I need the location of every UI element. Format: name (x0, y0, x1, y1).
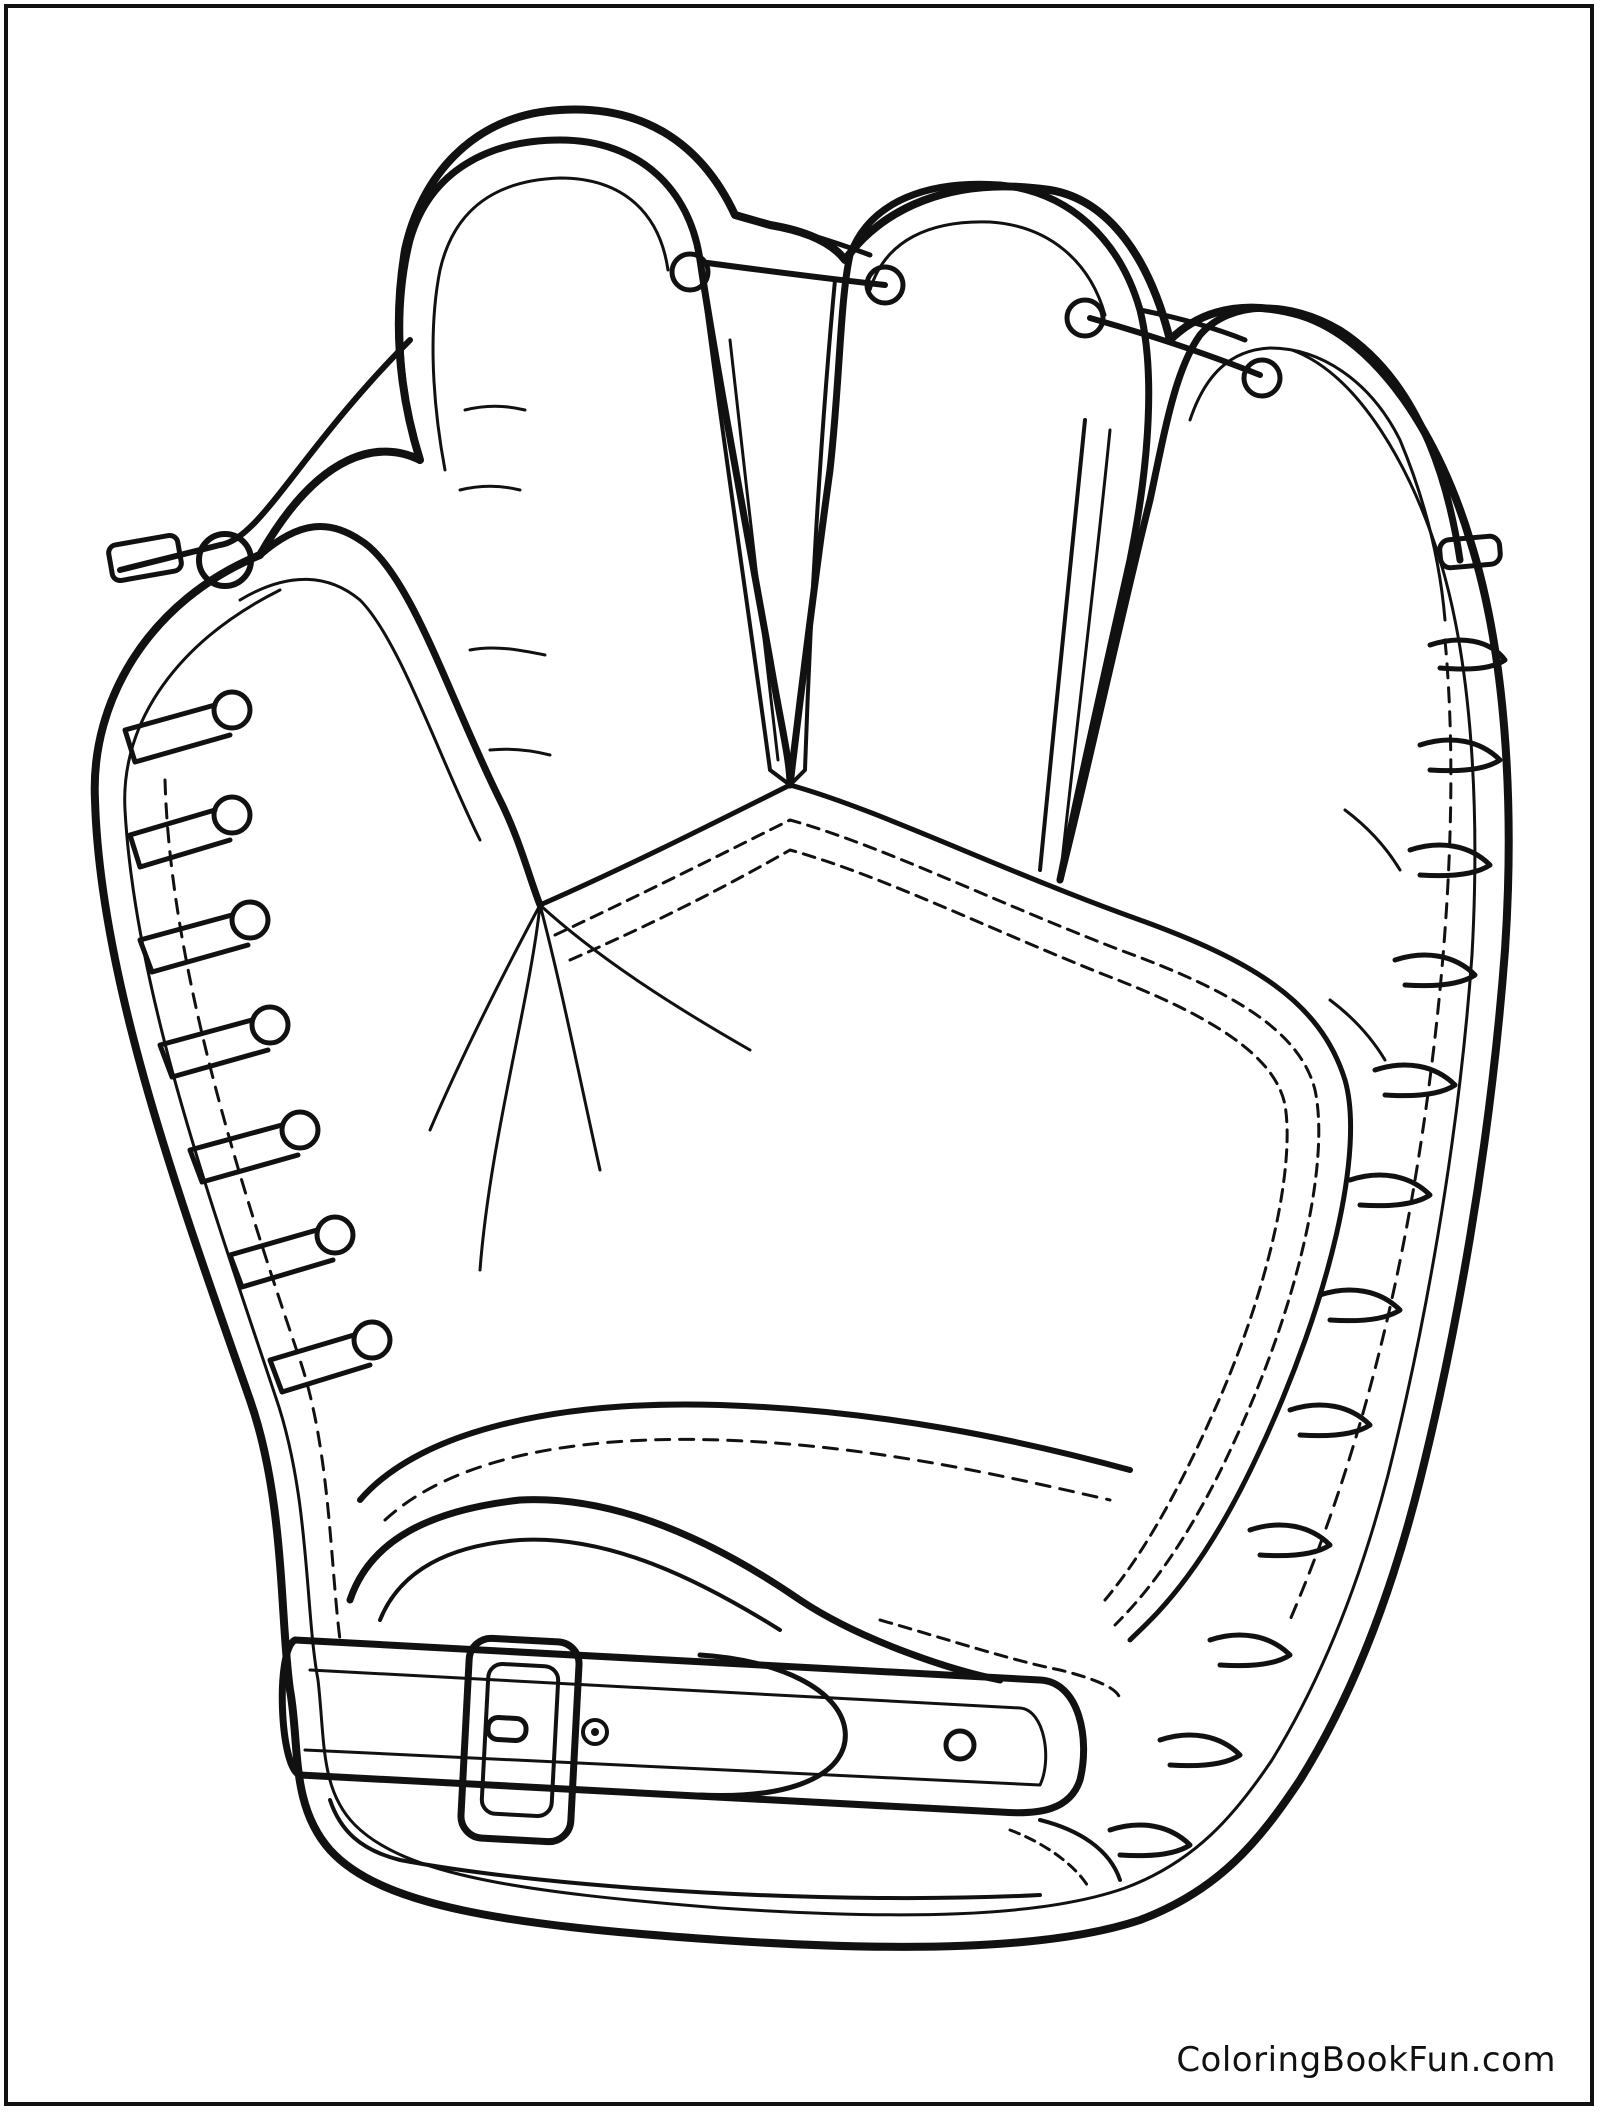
index-finger-inner (431, 176, 670, 472)
web-lace-bar-1 (732, 212, 873, 258)
web-lace-eyelet-1 (669, 251, 711, 293)
left-eyelet-7 (351, 1319, 393, 1361)
strap-hole-1-center (591, 1728, 599, 1736)
left-loop-5 (187, 1122, 301, 1185)
palm-seam (537, 782, 1354, 1643)
cuff-lower-2 (1038, 1818, 1122, 1882)
lace-knot (196, 531, 254, 589)
heel-pocket-inner (378, 1537, 782, 1632)
right-loop-6 (1347, 1172, 1433, 1209)
finger-crease-5 (1343, 808, 1402, 872)
finger-crease-4 (488, 747, 552, 757)
left-loop-1 (122, 702, 233, 765)
index-finger (396, 136, 794, 789)
site-watermark: ColoringBookFun.com (1176, 2040, 1556, 2080)
right-loop-9 (1247, 1522, 1333, 1559)
thumb-lace (117, 337, 413, 573)
right-stitching (1288, 638, 1453, 1622)
pinky-finger-inner (1188, 346, 1447, 622)
strap-hole-1 (581, 1718, 609, 1746)
finger-gap-left (698, 258, 837, 787)
web-lace-top-1 (697, 259, 888, 288)
wrist-strap-inner (303, 1668, 1048, 1787)
strap-hole-2 (943, 1728, 977, 1762)
cuff-lower-stitch (1008, 1828, 1092, 1892)
right-loop-5 (1372, 1062, 1458, 1099)
web-lace-eyelet-2 (864, 264, 906, 306)
right-lace-tab (1437, 533, 1503, 571)
cuff-lower-1 (328, 1798, 1042, 1901)
right-loop-11 (1157, 1732, 1243, 1769)
buckle-outer (457, 1634, 583, 1846)
middle-finger (786, 180, 1153, 884)
right-loop-4 (1392, 952, 1478, 989)
finger-crease-1 (463, 404, 527, 412)
lace-tab (106, 532, 184, 584)
finger-gap-left-inner (728, 338, 780, 762)
palm-crease-4 (538, 903, 752, 1052)
heel-pocket-outer (346, 1496, 1004, 1684)
left-eyelet-2 (211, 794, 253, 836)
heel-pocket-stitch (878, 1618, 1122, 1702)
right-loop-10 (1207, 1632, 1293, 1669)
left-eyelet-5 (279, 1109, 321, 1151)
finger-gap-right (1038, 418, 1087, 872)
right-loop-3 (1407, 842, 1493, 879)
left-eyelet-4 (249, 1004, 291, 1046)
middle-finger-inner (868, 220, 1107, 317)
buckle-prong (485, 1715, 529, 1743)
palm-seam-stitch-2 (568, 848, 1289, 1602)
glove-inner-outline (123, 348, 1477, 1917)
finger-gap-right-inner (1058, 428, 1112, 882)
pinky-finger (1056, 304, 1464, 884)
buckle-inner (479, 1661, 561, 1819)
right-loop-2 (1417, 737, 1503, 774)
left-loop-7 (267, 1332, 373, 1395)
palm-crease-1 (428, 903, 542, 1132)
web-lace-eyelet-3 (1064, 297, 1106, 339)
finger-crease-2 (458, 484, 522, 492)
left-loop-6 (227, 1227, 336, 1290)
left-loop-2 (127, 807, 233, 870)
left-loop-3 (137, 912, 251, 975)
wrist-strap-outer (278, 1636, 1088, 1817)
right-loop-7 (1317, 1287, 1403, 1324)
heel-upper (357, 1401, 1133, 1503)
web-lace-top-2 (1087, 315, 1263, 378)
right-lacing (1107, 533, 1508, 1859)
heel-upper-stitch (383, 1437, 1112, 1522)
page-border (4, 4, 1594, 2106)
left-stitching (163, 778, 342, 1642)
left-eyelet-3 (229, 899, 271, 941)
web-lace-eyelet-4 (1241, 357, 1283, 399)
palm-seam-stitch-1 (553, 818, 1321, 1627)
web-lace-bar-2 (1137, 307, 1248, 343)
thumb-inner (238, 577, 482, 842)
wrist-strap-tongue (697, 1652, 848, 1799)
left-loop-4 (157, 1017, 271, 1080)
glove-outline (90, 105, 1513, 1951)
left-eyelet-1 (211, 689, 253, 731)
left-lacing (122, 689, 393, 1395)
finger-crease-6 (1328, 998, 1387, 1062)
palm-crease-2 (478, 903, 542, 1272)
left-eyelet-6 (314, 1214, 356, 1256)
right-loop-8 (1287, 1402, 1373, 1439)
palm-crease-3 (538, 903, 602, 1172)
right-loop-1 (1427, 637, 1508, 672)
finger-crease-3 (468, 646, 547, 657)
thumb (256, 523, 544, 909)
right-loop-12 (1107, 1822, 1193, 1859)
